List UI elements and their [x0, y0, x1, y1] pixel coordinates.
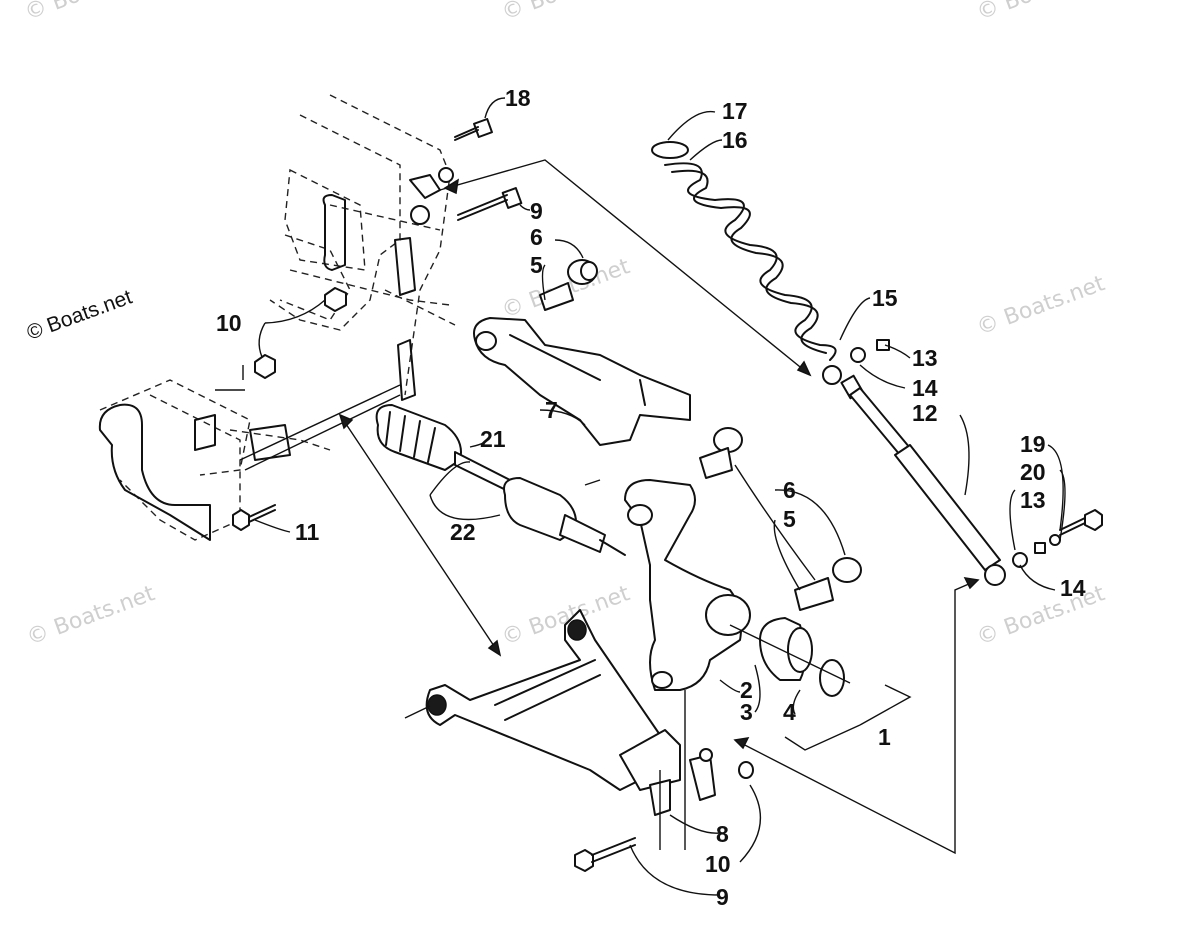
- callout-21: 21: [480, 426, 506, 452]
- watermark: © Boats.net: [499, 0, 634, 26]
- watermark: © Boats.net: [974, 581, 1109, 651]
- bolt-9-top: [457, 187, 523, 221]
- callout-14: 14: [912, 375, 938, 401]
- callout-labels: 18 17 16 9 6 5 15 10 13 14 12 7 21 19 20…: [216, 85, 1086, 910]
- watermark: © Boats.net: [974, 0, 1109, 26]
- upper-link-7: [473, 317, 691, 446]
- bolt-18: [454, 118, 493, 141]
- guide-lines: [215, 159, 980, 855]
- nut-10-left: [254, 354, 276, 379]
- bushings-lower: [699, 427, 862, 611]
- bolt-11: [232, 504, 276, 531]
- callout-8: 8: [716, 821, 729, 847]
- copyright-mark: © Boats.net: [24, 285, 135, 344]
- bolt-9-bottom: [574, 837, 636, 872]
- lower-a-arm: [425, 609, 754, 816]
- watermark: © Boats.net: [22, 0, 157, 26]
- callout-6: 6: [530, 224, 543, 250]
- callout-12: 12: [912, 400, 938, 426]
- callout-2: 2: [740, 677, 753, 703]
- callout-15: 15: [872, 285, 898, 311]
- knuckle-2: [624, 479, 751, 691]
- callout-1: 1: [878, 724, 891, 750]
- bushings-upper: [539, 259, 598, 311]
- callout-19: 19: [1020, 431, 1046, 457]
- watermark: © Boats.net: [974, 271, 1109, 341]
- callout-6: 6: [783, 477, 796, 503]
- callout-11: 11: [295, 519, 320, 545]
- callout-10: 10: [705, 851, 731, 877]
- coil-spring-16: [651, 141, 837, 361]
- callout-5: 5: [783, 506, 796, 532]
- shock-lower-hardware: [1012, 509, 1103, 568]
- frame-outline: [98, 94, 456, 541]
- callout-22: 22: [450, 519, 476, 545]
- callout-4: 4: [783, 699, 796, 725]
- nut-10-upper: [324, 287, 347, 312]
- callout-18: 18: [505, 85, 531, 111]
- callout-13: 13: [912, 345, 938, 371]
- watermark-layer: © Boats.net © Boats.net © Boats.net © Bo…: [22, 0, 1109, 651]
- snap-ring-4: [819, 659, 845, 697]
- drive-axle: [375, 404, 626, 556]
- callout-10: 10: [216, 310, 242, 336]
- callout-9: 9: [716, 884, 729, 910]
- callout-7: 7: [545, 397, 558, 423]
- callout-14: 14: [1060, 575, 1086, 601]
- leader-lines: [254, 97, 1066, 896]
- callout-20: 20: [1020, 459, 1046, 485]
- callout-16: 16: [722, 127, 748, 153]
- bearing-3: [759, 617, 813, 681]
- callout-3: 3: [740, 699, 753, 725]
- callout-9: 9: [530, 198, 543, 224]
- callout-13: 13: [1020, 487, 1046, 513]
- shock-absorber-12: [822, 339, 1006, 586]
- callout-17: 17: [722, 98, 748, 124]
- callout-5: 5: [530, 252, 543, 278]
- watermark: © Boats.net: [24, 581, 159, 651]
